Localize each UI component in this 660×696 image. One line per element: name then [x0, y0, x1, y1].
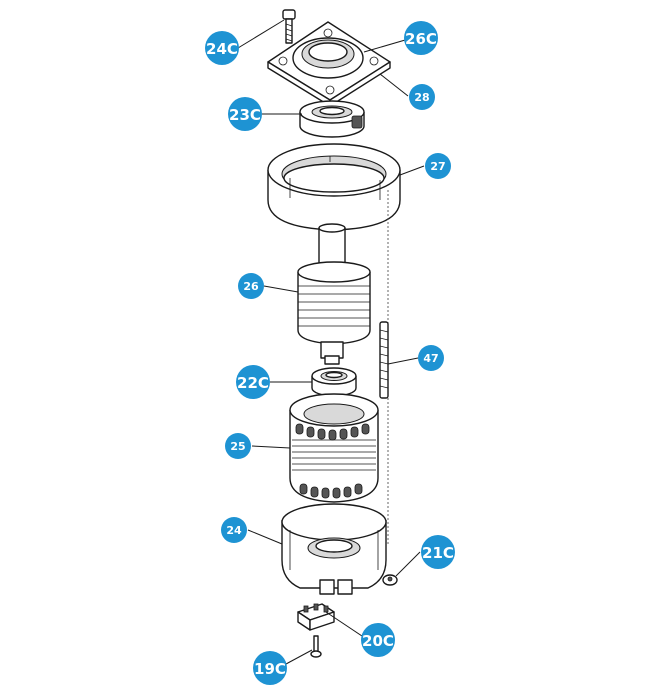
callout-24c-label: 24C: [206, 40, 238, 58]
callout-21c-label: 21C: [422, 544, 454, 562]
callout-23c-label: 23C: [229, 106, 261, 124]
callout-28-badge: [409, 84, 435, 110]
callout-23c-badge: [228, 97, 262, 131]
callout-24-badge: [221, 517, 247, 543]
callout-19c[interactable]: 19C: [253, 651, 287, 685]
callout-19c-badge: [253, 651, 287, 685]
callout-22c[interactable]: 22C: [236, 365, 270, 399]
callout-25-label: 25: [230, 440, 245, 453]
callout-26c-badge: [404, 21, 438, 55]
callout-27-label: 27: [430, 160, 445, 173]
stator-winding-top: [295, 423, 370, 441]
callout-25-badge: [225, 433, 251, 459]
callout-27[interactable]: 27: [425, 153, 451, 179]
callout-24-label: 24: [226, 524, 242, 537]
callout-28-label: 28: [414, 91, 429, 104]
callout-24[interactable]: 24: [221, 517, 247, 543]
stator-winding-bottom: [299, 483, 363, 499]
callout-26c[interactable]: 26C: [404, 21, 438, 55]
callout-25[interactable]: 25: [225, 433, 251, 459]
callout-20c-label: 20C: [362, 632, 394, 650]
terminal-block-part: [297, 603, 335, 631]
callout-24c[interactable]: 24C: [205, 31, 239, 65]
screw-part: [282, 9, 296, 44]
callout-20c[interactable]: 20C: [361, 623, 395, 657]
callout-26-label: 26: [243, 280, 259, 293]
bearing-22c-part: [311, 367, 357, 397]
callout-23c[interactable]: 23C: [228, 97, 262, 131]
small-screw-part: [310, 635, 322, 658]
lower-end-shield-part: [281, 503, 387, 595]
callout-47-label: 47: [423, 352, 438, 365]
callout-22c-label: 22C: [237, 374, 269, 392]
flange-plate-part: [267, 21, 391, 107]
callout-26-badge: [238, 273, 264, 299]
leader-lines: [237, 19, 425, 665]
callout-21c[interactable]: 21C: [421, 535, 455, 569]
callout-19c-label: 19C: [254, 660, 286, 678]
stator-part: [289, 393, 379, 503]
callout-28[interactable]: 28: [409, 84, 435, 110]
callout-27-badge: [425, 153, 451, 179]
callout-26c-label: 26C: [405, 30, 437, 48]
tie-rod-part: [379, 321, 389, 399]
callout-47[interactable]: 47: [418, 345, 444, 371]
callout-24c-badge: [205, 31, 239, 65]
callout-20c-badge: [361, 623, 395, 657]
end-shield-part: [267, 143, 401, 231]
bearing-23c-part: [299, 100, 365, 138]
nut-part: [382, 574, 398, 586]
callout-26[interactable]: 26: [238, 273, 264, 299]
callout-47-badge: [418, 345, 444, 371]
callout-22c-badge: [236, 365, 270, 399]
callout-21c-badge: [421, 535, 455, 569]
rotor-part: [297, 223, 371, 365]
